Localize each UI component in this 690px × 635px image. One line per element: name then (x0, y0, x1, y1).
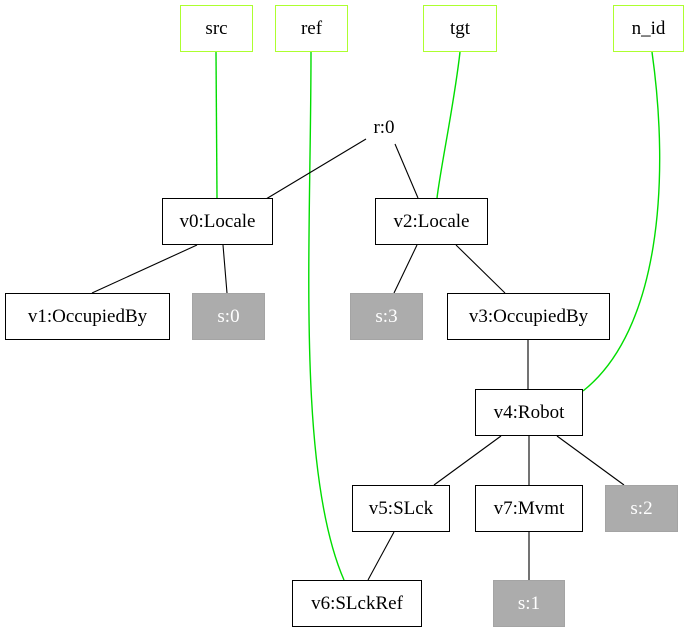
node-label: v2:Locale (393, 211, 470, 232)
node-v5: v5:SLck (352, 485, 450, 532)
edge-v5-v6 (367, 531, 395, 581)
node-v3: v3:OccupiedBy (447, 293, 610, 340)
node-label: src (205, 18, 228, 39)
edge-r0-v0 (265, 138, 367, 200)
node-s3: s:3 (350, 293, 423, 340)
node-label: v7:Mvmt (493, 498, 565, 519)
node-tgt: tgt (423, 5, 497, 52)
node-label: v4:Robot (493, 402, 565, 423)
edge-v2-v3 (455, 244, 506, 294)
node-v7: v7:Mvmt (475, 485, 583, 532)
node-label: v3:OccupiedBy (468, 306, 589, 327)
node-label: s:1 (517, 593, 541, 614)
node-label: n_id (631, 18, 666, 39)
edge-tgt-v2 (436, 51, 461, 199)
node-s0: s:0 (192, 293, 265, 340)
node-r0: r:0 (357, 104, 411, 150)
node-label: tgt (449, 18, 471, 39)
node-v0: v0:Locale (162, 198, 273, 245)
node-label: r:0 (373, 116, 395, 138)
node-v4: v4:Robot (475, 389, 583, 436)
node-v2: v2:Locale (375, 198, 488, 245)
node-src: src (180, 5, 253, 52)
node-label: v6:SLckRef (311, 593, 403, 614)
node-label: ref (300, 18, 323, 39)
node-v1: v1:OccupiedBy (5, 293, 170, 340)
node-label: s:0 (217, 306, 240, 327)
edge-r0-v2 (394, 143, 419, 199)
edge-v4-s2 (556, 435, 625, 486)
edge-v2-s3 (393, 244, 418, 294)
node-label: s:3 (375, 306, 398, 327)
node-label: v5:SLck (368, 498, 434, 519)
node-v6: v6:SLckRef (292, 580, 422, 627)
node-label: s:2 (630, 498, 653, 519)
node-ref: ref (275, 5, 348, 52)
edge-ref-v6 (308, 51, 345, 581)
edge-n_id-v4 (582, 51, 661, 392)
edge-v4-v5 (433, 435, 502, 486)
node-s1: s:1 (493, 580, 565, 627)
edge-v0-s0 (222, 244, 228, 294)
node-s2: s:2 (605, 485, 678, 532)
node-n_id: n_id (613, 5, 684, 52)
edge-v0-v1 (91, 244, 198, 294)
node-label: v0:Locale (179, 211, 256, 232)
edge-src-v0 (215, 51, 218, 199)
node-label: v1:OccupiedBy (27, 306, 148, 327)
